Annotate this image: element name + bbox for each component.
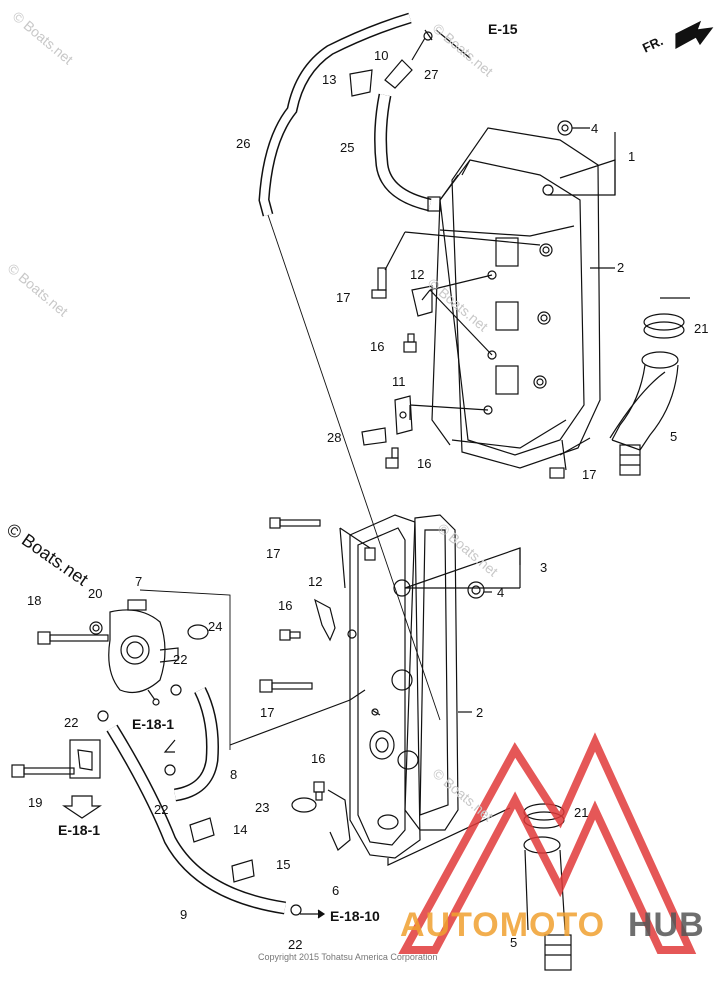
- upper-head-cover-gasket: [451, 127, 601, 469]
- part-3[interactable]: 3: [540, 560, 548, 575]
- copyright-text: Copyright 2015 Tohatsu America Corporati…: [258, 952, 438, 962]
- bolt-19: [11, 764, 75, 778]
- hose-9: [106, 724, 286, 915]
- ref-e18-1-upper[interactable]: E-18-1: [132, 716, 175, 732]
- brand-logo: [398, 732, 697, 954]
- part-7[interactable]: 7: [135, 574, 143, 589]
- part-22[interactable]: 22: [173, 652, 188, 667]
- part-28[interactable]: 28: [327, 430, 342, 445]
- part-9[interactable]: 9: [180, 907, 188, 922]
- part-22[interactable]: 22: [154, 802, 169, 817]
- part-23[interactable]: 23: [255, 800, 270, 815]
- part-16[interactable]: 16: [311, 751, 326, 766]
- part-10[interactable]: 10: [374, 48, 389, 63]
- part-5[interactable]: 5: [510, 935, 518, 950]
- part-24[interactable]: 24: [208, 619, 223, 634]
- part-26[interactable]: 26: [236, 136, 251, 151]
- bolt-17-upper: [371, 267, 387, 299]
- bolt-17-lower-a: [269, 517, 321, 529]
- upper-head-cover-body: [439, 159, 585, 456]
- part-19[interactable]: 19: [28, 795, 43, 810]
- part-2[interactable]: 2: [617, 260, 625, 275]
- brand-text-secondary: HUB: [628, 906, 705, 944]
- part-6[interactable]: 6: [332, 883, 340, 898]
- part-17[interactable]: 17: [336, 290, 351, 305]
- ref-e18-1-lower[interactable]: E-18-1: [58, 822, 101, 838]
- part-12[interactable]: 12: [410, 267, 425, 282]
- part-8[interactable]: 8: [230, 767, 238, 782]
- part-16[interactable]: 16: [370, 339, 385, 354]
- part-17[interactable]: 17: [260, 705, 275, 720]
- bolt-18: [37, 631, 109, 645]
- fuel-pump: [108, 609, 166, 693]
- part-5[interactable]: 5: [670, 429, 678, 444]
- part-4[interactable]: 4: [497, 585, 505, 600]
- brand-text-primary: AUTOMOTO: [400, 906, 606, 944]
- part-25[interactable]: 25: [340, 140, 355, 155]
- part-17[interactable]: 17: [582, 467, 597, 482]
- part-16[interactable]: 16: [417, 456, 432, 471]
- lower-head-cover-body: [349, 514, 421, 859]
- part-20[interactable]: 20: [88, 586, 103, 601]
- lower-head-cover-gasket: [404, 514, 459, 831]
- part-17[interactable]: 17: [266, 546, 281, 561]
- part-27[interactable]: 27: [424, 67, 439, 82]
- part-16[interactable]: 16: [278, 598, 293, 613]
- part-14[interactable]: 14: [233, 822, 248, 837]
- ref-e15[interactable]: E-15: [488, 21, 518, 37]
- part-22[interactable]: 22: [288, 937, 303, 952]
- part-12[interactable]: 12: [308, 574, 323, 589]
- part-15[interactable]: 15: [276, 857, 291, 872]
- part-13[interactable]: 13: [322, 72, 337, 87]
- part-21[interactable]: 21: [694, 321, 709, 336]
- part-4[interactable]: 4: [591, 121, 599, 136]
- part-11[interactable]: 11: [392, 374, 406, 389]
- brand-mountain-shape: [398, 732, 697, 954]
- part-21[interactable]: 21: [574, 805, 589, 820]
- bolt-17-lower-b: [259, 679, 313, 693]
- ref-e18-10[interactable]: E-18-10: [330, 908, 380, 924]
- bolt-17-right: [549, 439, 567, 479]
- part-2[interactable]: 2: [476, 705, 484, 720]
- part-22[interactable]: 22: [64, 715, 79, 730]
- part-1[interactable]: 1: [628, 149, 636, 164]
- part-18[interactable]: 18: [27, 593, 42, 608]
